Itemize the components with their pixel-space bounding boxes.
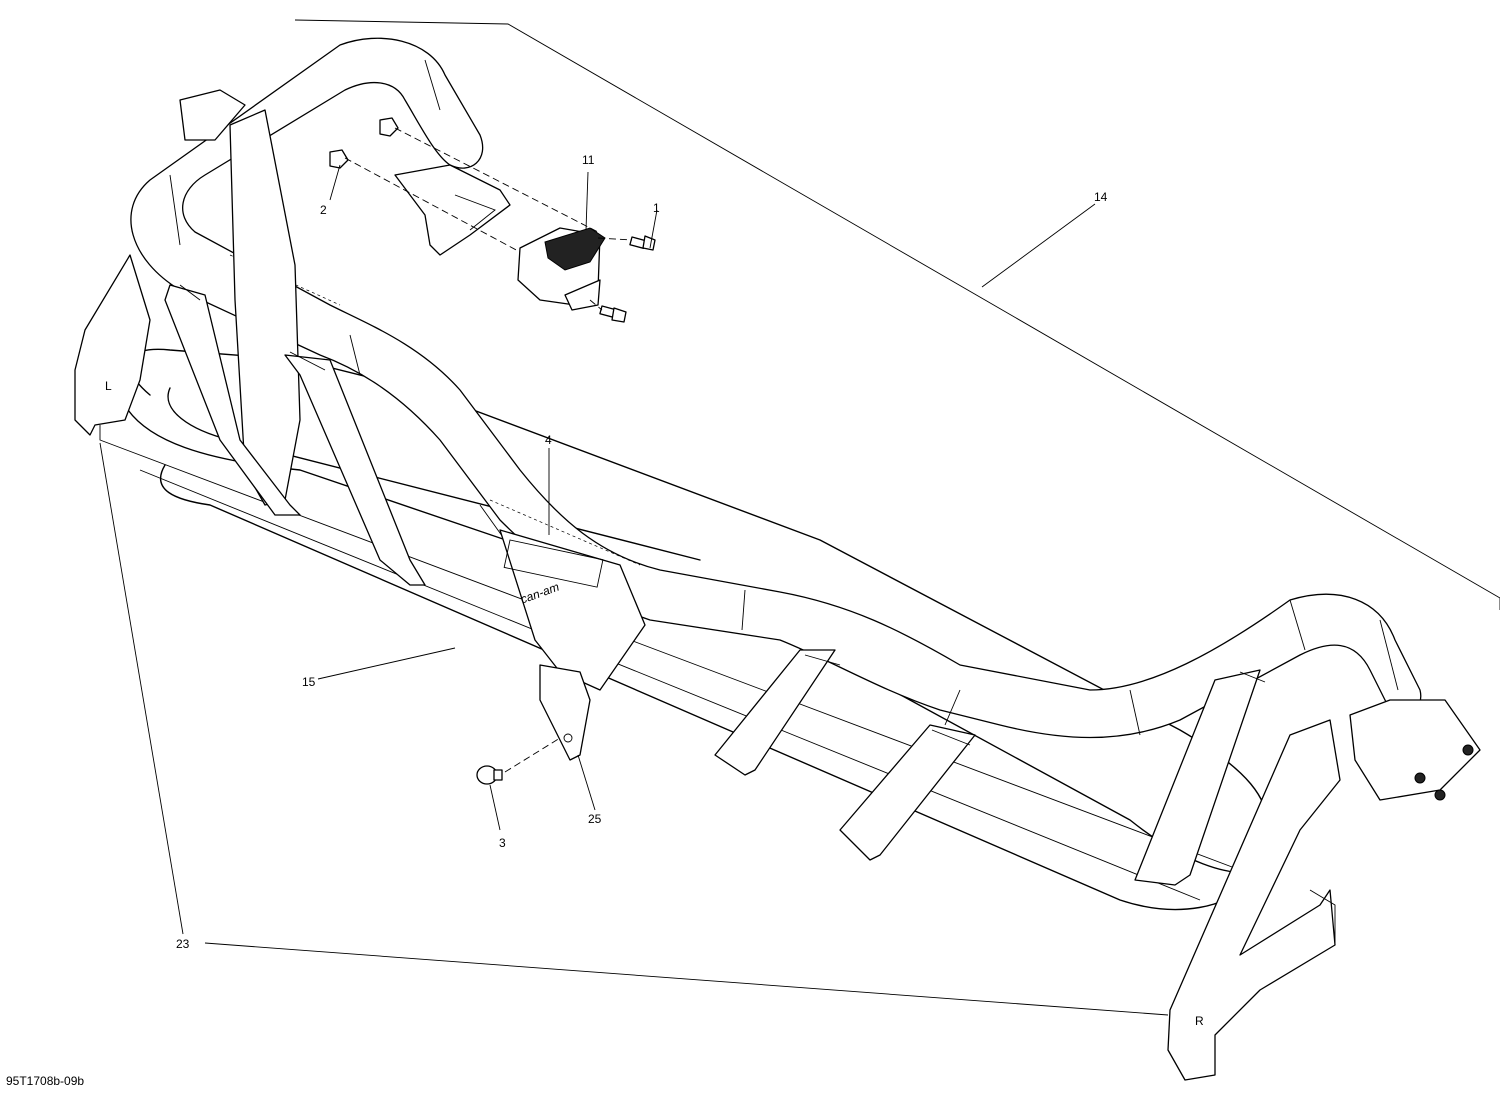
small-bracket (539, 664, 591, 761)
right-bracket-mark: R (1195, 1014, 1204, 1028)
callout-2: 2 (320, 203, 327, 217)
cargo-bed-outline (294, 19, 1500, 610)
latch-assembly (517, 227, 606, 311)
left-side-bracket: L (74, 89, 246, 436)
fasteners (329, 117, 656, 785)
upper-mount-bracket (394, 164, 511, 256)
callout-25: 25 (588, 812, 602, 826)
callout-11: 11 (582, 153, 595, 167)
nut-2 (329, 117, 399, 169)
callout-3: 3 (499, 836, 506, 850)
callout-4: 4 (545, 433, 552, 447)
assembly-lines (344, 127, 633, 773)
screw-3 (476, 765, 503, 785)
callout-15: 15 (302, 675, 316, 689)
left-bracket-mark: L (105, 379, 112, 393)
leader-lines (99, 164, 1169, 1016)
right-side-bracket: R (1167, 699, 1481, 1081)
drawing-id: 95T1708b-09b (6, 1074, 84, 1088)
rack-slats (164, 109, 1266, 886)
callout-14: 14 (1094, 190, 1108, 204)
bolt-1b (599, 305, 627, 323)
callout-labels: 1 2 3 4 11 14 15 23 25 (176, 153, 1108, 951)
callout-23: 23 (176, 937, 190, 951)
callout-1: 1 (653, 201, 660, 215)
logo-panel: can-am (499, 529, 646, 691)
